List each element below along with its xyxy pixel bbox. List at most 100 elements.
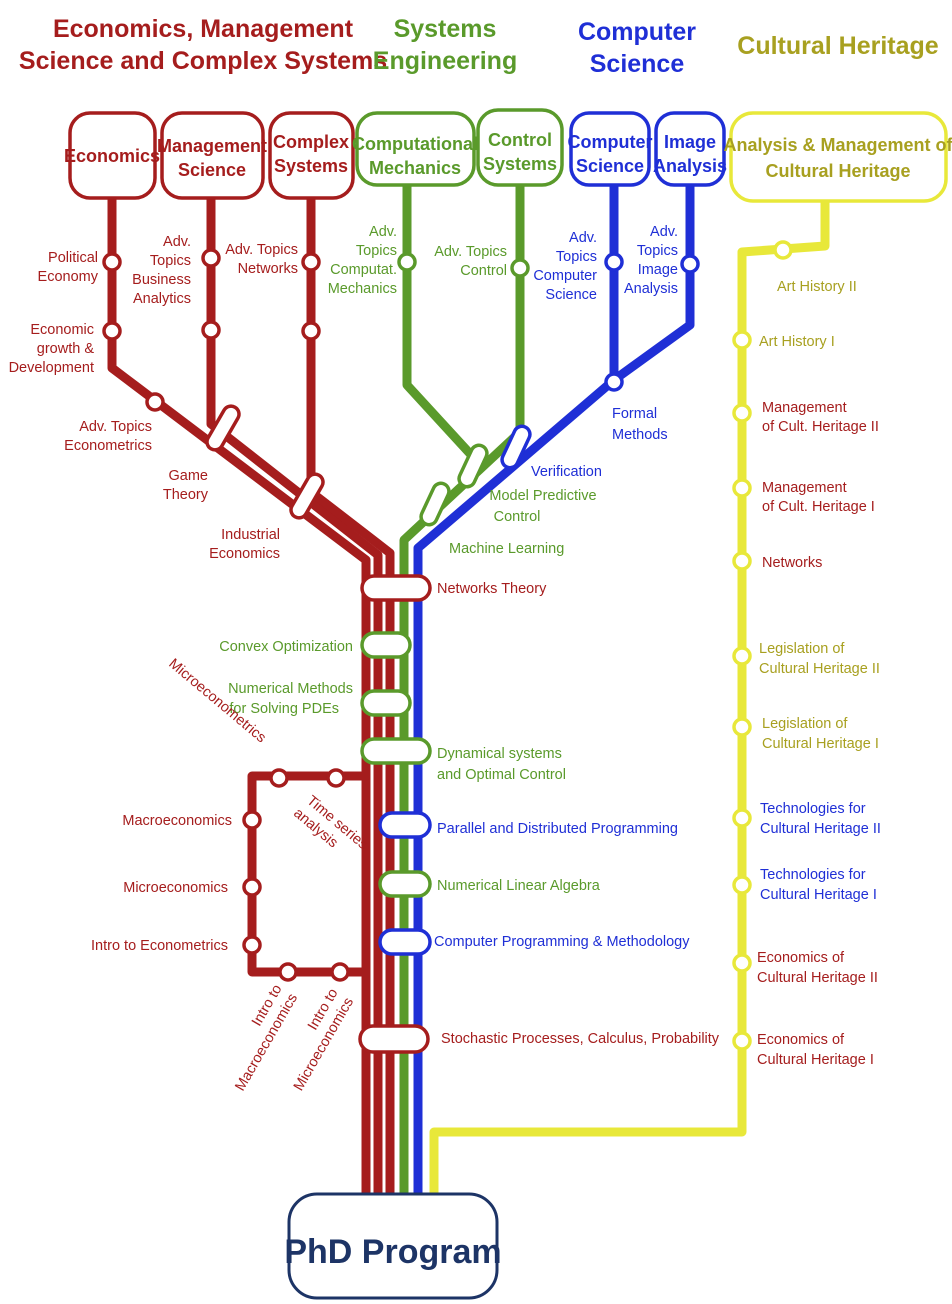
station-technologies-2[interactable] [732, 808, 752, 828]
economics-line [107, 196, 371, 1195]
station-convex-optimization[interactable] [360, 631, 412, 659]
station-mgmt-heritage-1[interactable] [732, 478, 752, 498]
station-intro-econometrics[interactable] [242, 935, 262, 955]
label-networks-theory: Networks Theory [437, 581, 547, 597]
box-control[interactable] [476, 108, 564, 187]
label-time-series: Time seriesanalysis [290, 792, 370, 867]
box-image[interactable] [654, 111, 726, 187]
station-legislation-2[interactable] [732, 646, 752, 666]
label-numerical-linear-algebra: Numerical Linear Algebra [437, 878, 601, 894]
box-cs[interactable] [569, 111, 651, 187]
station-political-economy[interactable] [102, 252, 122, 272]
econometrics-loop-line [247, 742, 371, 977]
station-microeconometrics[interactable] [269, 768, 289, 788]
station-adv-mechanics[interactable] [397, 252, 417, 272]
station-microeconomics[interactable] [242, 877, 262, 897]
label-computer-programming: Computer Programming & Methodology [434, 934, 690, 950]
stations [102, 240, 793, 1054]
station-game-theory[interactable] [204, 403, 242, 453]
box-economics[interactable] [68, 111, 157, 200]
station-machine-learning[interactable] [418, 481, 451, 528]
management-line [206, 188, 383, 1195]
image-line [611, 184, 695, 384]
station-stochastic[interactable] [358, 1024, 430, 1054]
phd-program-label: PhD Program [284, 1233, 501, 1271]
box-mechanics[interactable] [355, 111, 476, 187]
box-heritage[interactable] [729, 111, 948, 203]
station-networks-theory[interactable] [360, 574, 432, 602]
station-economics-heritage-1[interactable] [732, 1031, 752, 1051]
station-parallel-programming[interactable] [378, 811, 432, 839]
label-intro-econometrics: Intro to Econometrics [91, 938, 228, 954]
label-convex-optimization: Convex Optimization [219, 639, 353, 655]
station-macroeconomics[interactable] [242, 810, 262, 830]
label-verification: Verification [531, 464, 602, 480]
station-formal-methods[interactable] [604, 372, 624, 392]
station-industrial-economics[interactable] [288, 471, 326, 521]
station-mgmt-heritage-2[interactable] [732, 403, 752, 423]
label-intro-macro: Intro toMacroeconomics [217, 982, 301, 1094]
station-economics-heritage-2[interactable] [732, 953, 752, 973]
station-networks-heritage[interactable] [732, 551, 752, 571]
box-complex[interactable] [268, 111, 355, 200]
station-adv-networks[interactable] [301, 252, 321, 272]
station-adv-econometrics[interactable] [145, 392, 165, 412]
station-model-predictive[interactable] [456, 443, 489, 490]
station-adv-business[interactable] [201, 248, 221, 268]
heritage-line [429, 200, 830, 1195]
station-adv-control[interactable] [510, 258, 530, 278]
station-numerical-linear-algebra[interactable] [378, 870, 432, 898]
heritage-track [429, 200, 830, 1195]
station-art-history-1[interactable] [732, 330, 752, 350]
station-computer-programming[interactable] [378, 928, 432, 956]
header-cultural-heritage: Cultural Heritage [737, 32, 939, 60]
station-time-series[interactable] [326, 768, 346, 788]
station-economic-growth[interactable] [102, 321, 122, 341]
station-adv-image[interactable] [680, 254, 700, 274]
label-art-history-1: Art History I [759, 334, 835, 350]
station-numerical-pdes[interactable] [360, 689, 412, 717]
label-machine-learning: Machine Learning [449, 541, 564, 557]
phd-program-box[interactable] [287, 1192, 499, 1300]
station-verification[interactable] [499, 424, 532, 471]
category-boxes [68, 108, 948, 203]
station-intro-micro[interactable] [330, 962, 350, 982]
station-legislation-1[interactable] [732, 717, 752, 737]
box-economics-label: Economics [64, 146, 160, 166]
station-adv-networks-2[interactable] [301, 321, 321, 341]
station-adv-business-2[interactable] [201, 320, 221, 340]
label-art-history-2: Art History II [777, 279, 857, 295]
station-dynamical-systems[interactable] [360, 737, 432, 765]
station-adv-cs[interactable] [604, 252, 624, 272]
label-networks-heritage: Networks [762, 555, 822, 571]
station-art-history-2[interactable] [773, 240, 793, 260]
station-technologies-1[interactable] [732, 875, 752, 895]
box-management[interactable] [160, 111, 265, 200]
mechanics-line [402, 180, 478, 462]
computer-track [413, 180, 695, 1195]
station-intro-macro[interactable] [278, 962, 298, 982]
